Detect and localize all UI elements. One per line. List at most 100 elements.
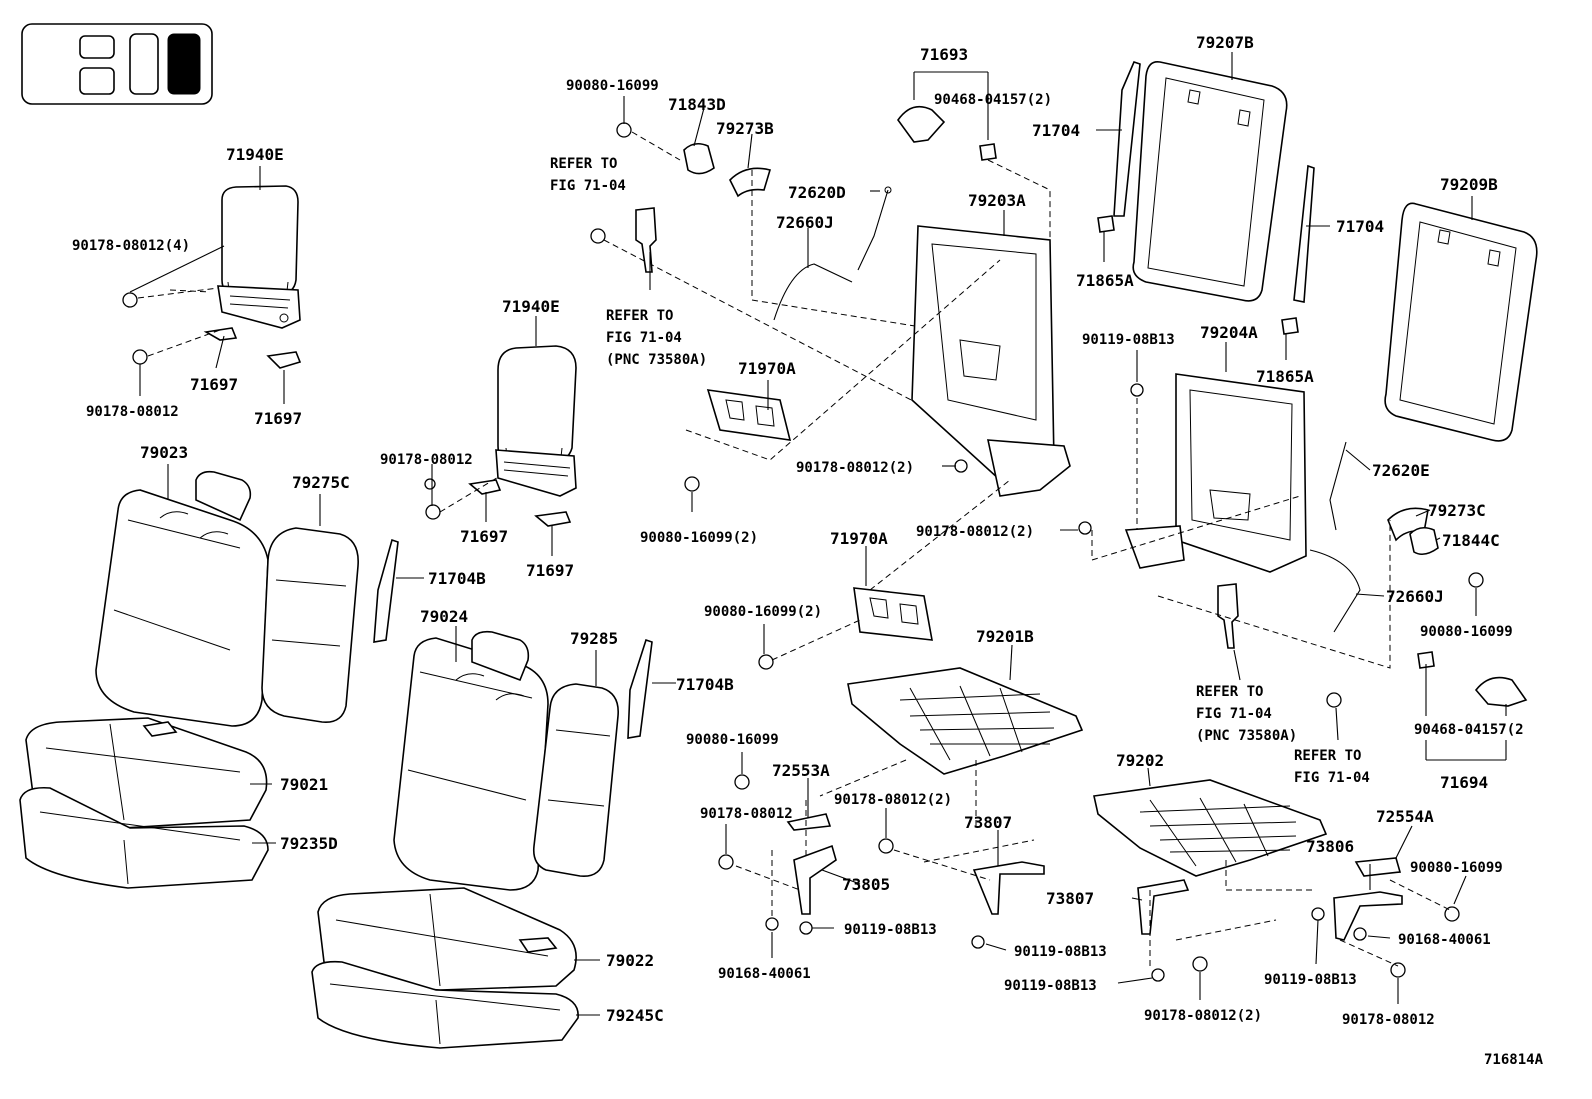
label-90178-08012-2: 90178-08012(2)	[834, 792, 952, 808]
refer-note-line: FIG 71-04	[606, 330, 682, 346]
label-90119-08B13: 90119-08B13	[1264, 972, 1357, 988]
cable-72620D	[857, 189, 889, 271]
label-90178-08012-2: 90178-08012(2)	[796, 460, 914, 476]
label-72660J: 72660J	[1386, 587, 1444, 606]
label-72554A: 72554A	[1376, 807, 1434, 826]
label-71693: 71693	[920, 45, 968, 64]
seat-belt-buckle-icon	[1217, 583, 1239, 649]
label-90080-16099: 90080-16099	[566, 78, 659, 94]
clip-71865A-left	[1097, 215, 1115, 233]
label-79024: 79024	[420, 607, 468, 626]
label-71865A: 71865A	[1256, 367, 1314, 386]
seat-back-79275C	[261, 527, 359, 723]
label-71843D: 71843D	[668, 95, 726, 114]
label-90080-16099: 90080-16099	[686, 732, 779, 748]
label-72553A: 72553A	[772, 761, 830, 780]
strip-71704-left	[1113, 61, 1141, 217]
label-71697: 71697	[460, 527, 508, 546]
bracket-71693	[897, 105, 946, 143]
clip-71865A-right	[1281, 317, 1299, 335]
label-90119-08B13: 90119-08B13	[1082, 332, 1175, 348]
cable-72620E	[1329, 441, 1347, 531]
refer-note-line: (PNC 73580A)	[606, 352, 707, 368]
label-90080-16099-2: 90080-16099(2)	[640, 530, 758, 546]
strap-71704B-middle	[627, 638, 653, 739]
nut-icon	[718, 854, 734, 870]
label-79209B: 79209B	[1440, 175, 1498, 194]
label-90168-40061: 90168-40061	[1398, 932, 1491, 948]
cushion-79235D	[19, 786, 269, 889]
frame-79203A	[911, 225, 1071, 497]
label-71844C: 71844C	[1442, 531, 1500, 550]
bolt-icon	[1353, 927, 1367, 941]
headrest-left	[203, 185, 302, 369]
frame-79204A	[1124, 373, 1307, 573]
strap-71704B-left	[373, 538, 399, 643]
label-73805: 73805	[842, 875, 890, 894]
trim-71970A-lower	[853, 587, 933, 641]
refer-note-line: REFER TO	[1196, 684, 1263, 700]
label-90178-08012: 90178-08012	[86, 404, 179, 420]
label-71697: 71697	[190, 375, 238, 394]
cushion-79245C	[311, 960, 579, 1049]
label-90178-08012-2: 90178-08012(2)	[916, 524, 1034, 540]
refer-note-line: (PNC 73580A)	[1196, 728, 1297, 744]
label-79023: 79023	[140, 443, 188, 462]
label-71697: 71697	[254, 409, 302, 428]
label-90178-08012: 90178-08012	[700, 806, 793, 822]
cushion-79021	[25, 717, 268, 829]
seat-back-79023	[95, 470, 269, 727]
label-79201B: 79201B	[976, 627, 1034, 646]
label-79021: 79021	[280, 775, 328, 794]
refer-to-notes: REFER TO FIG 71-04 REFER TO FIG 71-04 (P…	[550, 156, 1370, 786]
bolt-icon	[1444, 906, 1460, 922]
refer-note-line: REFER TO	[550, 156, 617, 172]
label-71865A: 71865A	[1076, 271, 1134, 290]
label-90178-08012-2: 90178-08012(2)	[1144, 1008, 1262, 1024]
label-71970A: 71970A	[830, 529, 888, 548]
label-79207B: 79207B	[1196, 33, 1254, 52]
label-79273B: 79273B	[716, 119, 774, 138]
label-79235D: 79235D	[280, 834, 338, 853]
seat-back-79285	[532, 683, 619, 877]
bracket-71694	[1474, 676, 1528, 707]
seat-frame-79202	[1093, 779, 1328, 877]
refer-note-line: FIG 71-04	[1294, 770, 1370, 786]
nut-icon	[1192, 956, 1208, 972]
bolt-icon	[1130, 383, 1144, 397]
bolt-icon	[590, 228, 606, 244]
bracket-73805	[793, 844, 837, 915]
refer-note-line: FIG 71-04	[550, 178, 626, 194]
label-71940E: 71940E	[226, 145, 284, 164]
bolt-icon	[734, 774, 750, 790]
label-90178-08012-4: 90178-08012(4)	[72, 238, 190, 254]
seat-back-79024	[393, 630, 549, 891]
nut-icon	[1078, 521, 1092, 535]
bracket-73806	[1333, 891, 1403, 941]
bracket-73807-a	[972, 861, 1045, 915]
vehicle-seat-locator-icon	[21, 23, 213, 105]
bolt-icon	[616, 122, 632, 138]
label-72620D: 72620D	[788, 183, 846, 202]
bolt-icon	[1326, 692, 1342, 708]
strip-71704-right	[1293, 164, 1315, 303]
bolt-icon	[1151, 968, 1165, 982]
label-71694: 71694	[1440, 773, 1488, 792]
nut-icon	[425, 504, 441, 520]
cover-79273B	[729, 167, 772, 198]
label-71970A: 71970A	[738, 359, 796, 378]
label-79203A: 79203A	[968, 191, 1026, 210]
label-71704B: 71704B	[676, 675, 734, 694]
cover-71843D	[683, 142, 715, 175]
cushion-79022	[317, 887, 577, 991]
label-71704-right: 71704	[1336, 217, 1384, 236]
label-79285: 79285	[570, 629, 618, 648]
frame-79207B	[1132, 60, 1288, 302]
bolt-icon	[971, 935, 985, 949]
cable-72660J-right	[1309, 549, 1361, 633]
nut-icon	[954, 459, 968, 473]
label-90468-04157-2: 90468-04157(2)	[934, 92, 1052, 108]
label-72620E: 72620E	[1372, 461, 1430, 480]
refer-note-line: REFER TO	[1294, 748, 1361, 764]
